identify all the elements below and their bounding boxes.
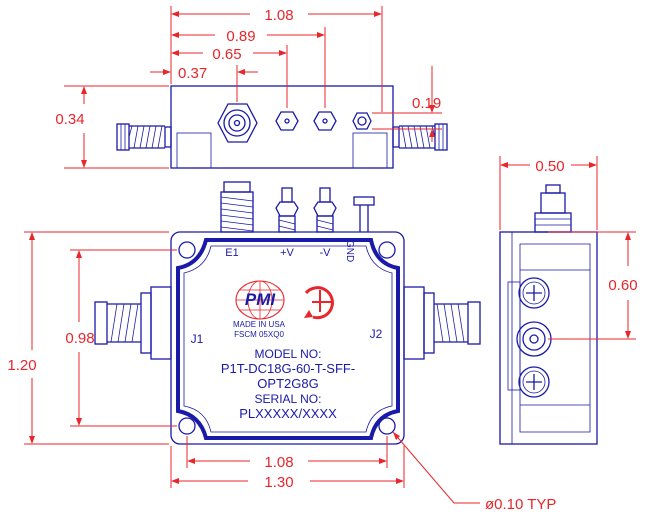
terminal-j2: J2 [370, 327, 383, 341]
terminal-plus-v: +V [280, 247, 294, 259]
made-in-usa: MADE IN USA [233, 320, 286, 329]
side-terminal-stack [534, 184, 572, 233]
top-view: 1.08 0.89 0.65 0.37 0.34 0.19 [55, 4, 448, 169]
fscm-code: FSCM 05XQ0 [234, 330, 284, 339]
front-view: E1 +V -V GND J1 J2 PMI MADE IN USA FSCM … [7, 181, 556, 513]
pmi-logo: PMI [245, 290, 277, 309]
dim-top-height: 0.34 [55, 111, 84, 128]
dim-top-d3: 0.65 [212, 46, 241, 63]
model-number-line-1: P1T-DC18G-60-T-SFF- [221, 361, 355, 376]
dim-top-d4: 0.37 [178, 65, 207, 82]
dim-top-d2: 0.89 [226, 28, 255, 45]
terminal-gnd: GND [344, 240, 355, 262]
mount-hole-tl [178, 241, 196, 259]
dim-front-width: 1.30 [264, 474, 293, 491]
serial-number: PLXXXXX/XXXX [239, 406, 337, 421]
hole-callout: ø0.10 TYP [485, 496, 556, 513]
front-terminal-minus [313, 187, 337, 233]
label-inner-border [183, 245, 393, 433]
front-sma-connector [220, 181, 254, 233]
pmi-logo-globe [235, 280, 285, 320]
side-view: 0.50 0.60 [499, 156, 638, 445]
front-terminal-plus [275, 187, 299, 233]
side-screw-top [518, 277, 550, 309]
terminal-e1: E1 [225, 247, 238, 259]
model-title: MODEL NO: [255, 347, 322, 361]
mount-hole-br [378, 417, 396, 435]
dim-side-ports: 0.60 [608, 277, 637, 294]
top-left-connector [116, 123, 172, 151]
top-view-body [170, 85, 394, 169]
terminal-minus-v: -V [320, 247, 332, 259]
dim-side-depth: 0.50 [535, 158, 564, 175]
top-terminal-1 [275, 111, 299, 131]
top-terminal-2 [313, 111, 337, 131]
side-view-body [499, 231, 598, 445]
terminal-j1: J1 [191, 332, 204, 346]
model-number-line-2: OPT2G8G [257, 376, 318, 391]
dim-front-holes-v: 0.98 [65, 330, 94, 347]
dim-front-height: 1.20 [7, 357, 36, 374]
side-screw-bottom [518, 366, 550, 398]
rotation-symbol-icon [304, 286, 334, 320]
front-terminal-gnd [353, 196, 375, 232]
mount-hole-tr [378, 241, 396, 259]
top-sma-port [217, 103, 258, 143]
front-right-connector [403, 286, 481, 360]
label-outer-border [176, 238, 400, 440]
dim-top-overall: 1.08 [264, 7, 293, 24]
dim-top-pin: 0.19 [412, 95, 441, 112]
serial-title: SERIAL NO: [255, 392, 322, 406]
dim-front-holes-h: 1.08 [264, 454, 293, 471]
top-right-connector [392, 123, 448, 151]
top-terminal-3 [352, 112, 372, 130]
front-view-body [170, 231, 405, 445]
front-left-connector [94, 286, 172, 360]
side-port [516, 321, 552, 357]
mount-hole-bl [178, 417, 196, 435]
